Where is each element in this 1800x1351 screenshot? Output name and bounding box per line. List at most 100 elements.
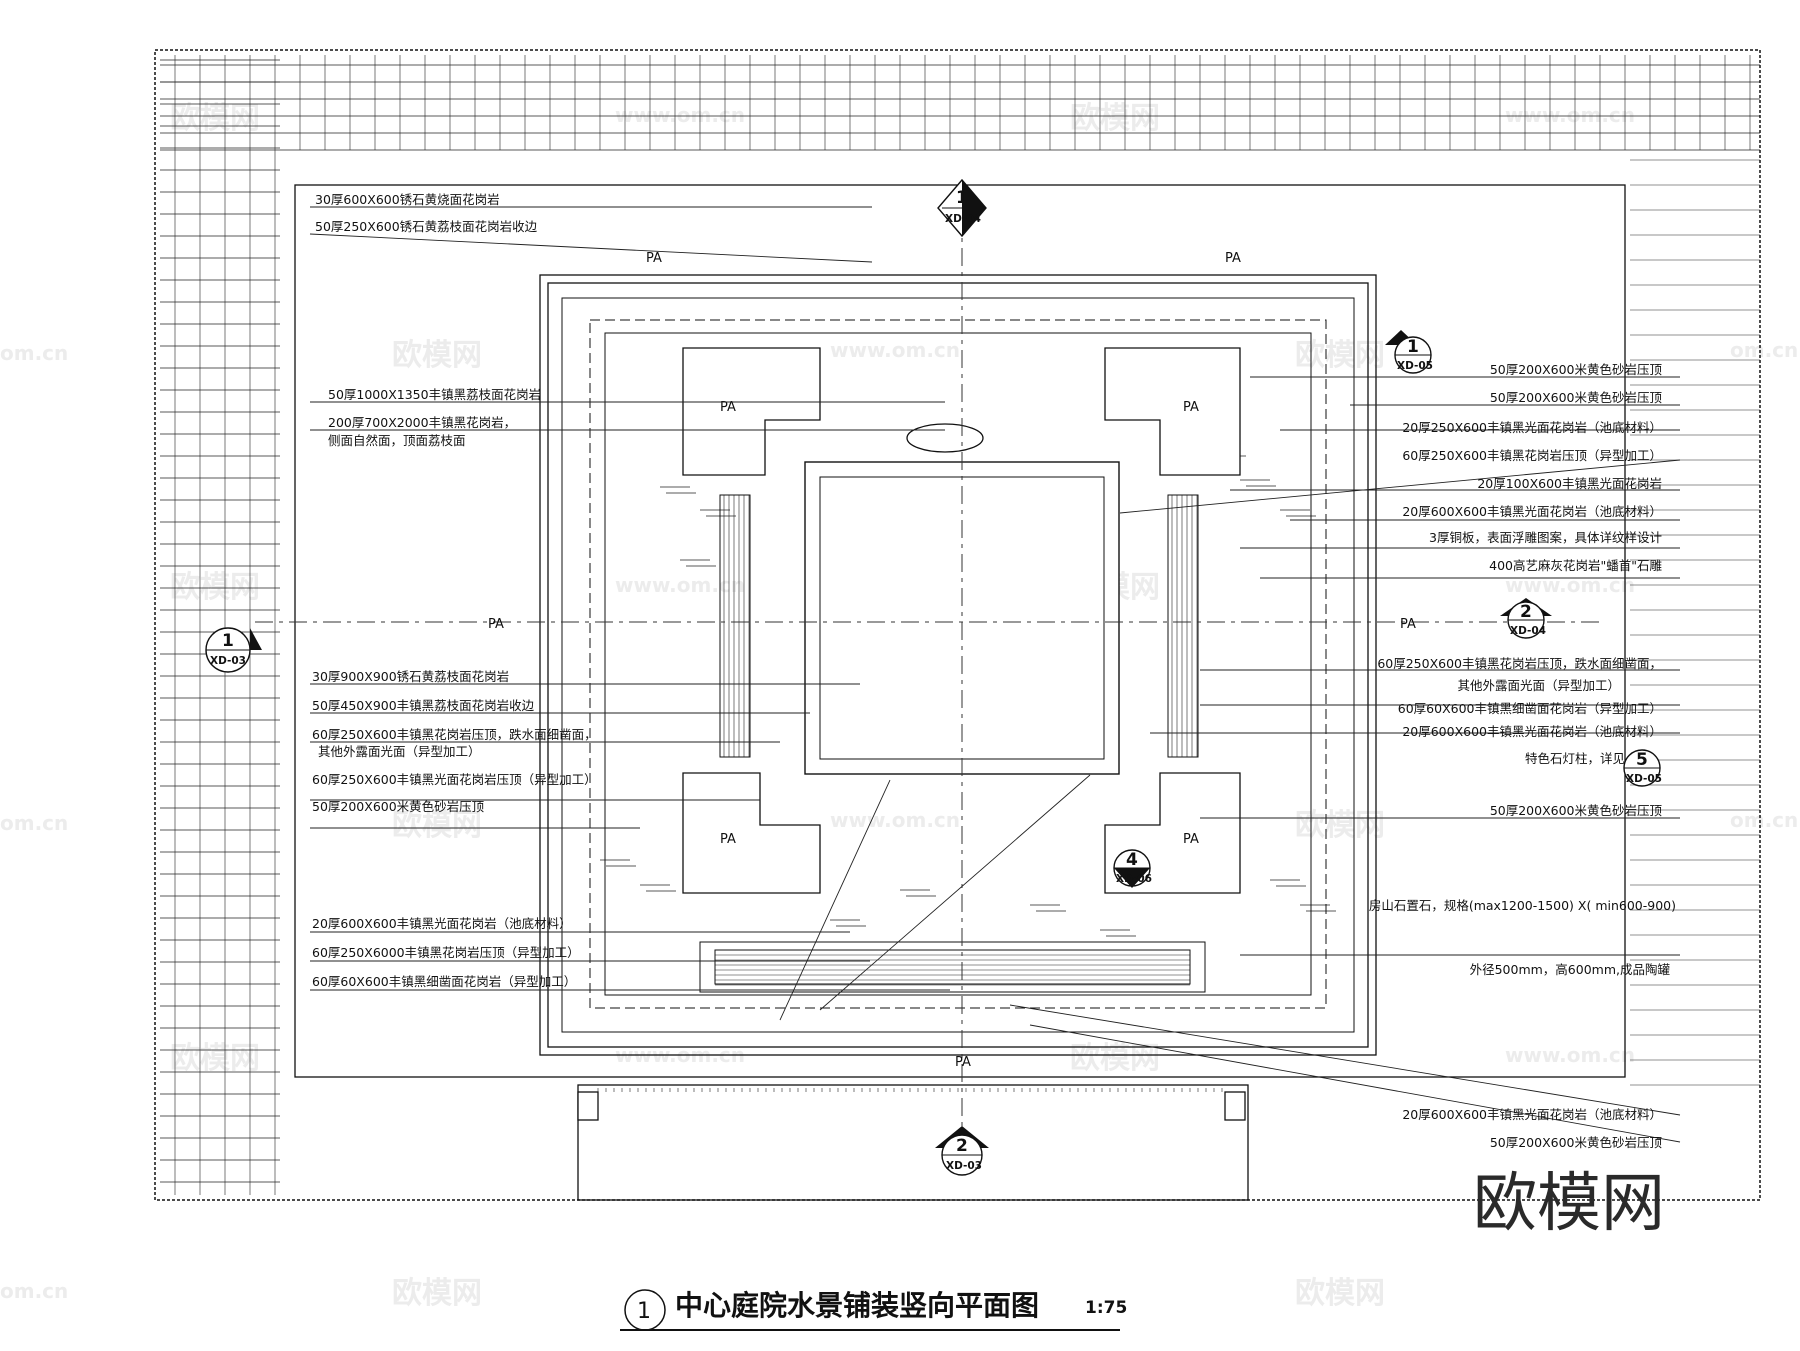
watermark: 欧模网 xyxy=(170,101,260,136)
section-marker: 1 XD-05 xyxy=(1385,330,1433,374)
marker-ref: XD-06 xyxy=(1116,873,1152,885)
zone-label: PA xyxy=(720,400,736,415)
note: 400高艺麻灰花岗岩"蟠首"石雕 xyxy=(1489,558,1662,573)
note: 60厚60X600丰镇黑细凿面花岗岩（异型加工） xyxy=(1398,701,1662,716)
note: 特色石灯柱，详见 xyxy=(1525,751,1625,766)
watermark-url: www.om.cn xyxy=(1505,103,1635,127)
bottom-steps-inner xyxy=(714,949,1191,985)
note: 侧面自然面，顶面荔枝面 xyxy=(328,433,466,448)
section-marker: 1 XD-03 xyxy=(205,627,262,673)
watermark: 欧模网 xyxy=(392,808,482,843)
marker-ref: XD-04 xyxy=(1510,625,1546,637)
leader xyxy=(1119,459,1681,514)
pool-dashed-line xyxy=(589,319,1327,1009)
column xyxy=(1224,1091,1246,1121)
leader xyxy=(1029,1024,1681,1143)
note: 20厚250X600丰镇黑光面花岗岩（池底材料） xyxy=(1402,420,1662,435)
section-marker: 2 XD-03 xyxy=(935,1126,989,1176)
watermark-url: www.om.cn xyxy=(1505,1043,1635,1067)
leader xyxy=(1009,1004,1681,1116)
marker-number: 2 xyxy=(1520,602,1532,622)
marker-ref: XD-05 xyxy=(1626,773,1662,785)
water-feature-structure xyxy=(154,49,1761,1201)
note: 60厚60X600丰镇黑细凿面花岗岩（异型加工） xyxy=(312,974,576,989)
note: 50厚200X600米黄色砂岩压顶 xyxy=(1490,362,1663,377)
zone-labels: PA PA PA PA PA PA PA PA PA xyxy=(488,251,1416,1070)
rock-feature xyxy=(906,423,984,453)
watermark-url: om.cn xyxy=(1730,808,1798,832)
section-marker: 1 XD-04 xyxy=(937,178,987,238)
note: 外径500mm，高600mm,成品陶罐 xyxy=(1470,962,1671,977)
watermark: 欧模网 xyxy=(392,1276,482,1311)
note: 50厚250X600锈石黄荔枝面花岗岩收边 xyxy=(315,219,538,234)
watermark-url: www.om.cn xyxy=(830,338,960,362)
title-number: 1 xyxy=(637,1299,651,1324)
right-channel xyxy=(1167,494,1199,758)
left-channel xyxy=(719,494,751,758)
watermark: 欧模网 xyxy=(1295,1276,1385,1311)
note: 50厚450X900丰镇黑荔枝面花岗岩收边 xyxy=(312,698,535,713)
note: 20厚600X600丰镇黑光面花岗岩（池底材料） xyxy=(1402,724,1662,739)
watermark: 欧模网 xyxy=(170,570,260,605)
note: 200厚700X2000丰镇黑花岗岩， xyxy=(328,415,516,430)
leader-lines xyxy=(309,206,1681,1143)
pool-inner-edge xyxy=(561,297,1355,1033)
pool-coping xyxy=(547,282,1369,1048)
watermark-url: om.cn xyxy=(0,811,68,835)
zone-label: PA xyxy=(646,251,662,266)
watermark-url: www.om.cn xyxy=(615,573,745,597)
note: 20厚600X600丰镇黑光面花岗岩（池底材料） xyxy=(1402,504,1662,519)
note: 60厚250X600丰镇黑花岗岩压顶（异型加工） xyxy=(1402,448,1662,463)
watermark-url: om.cn xyxy=(1730,338,1798,362)
watermark-url: om.cn xyxy=(0,341,68,365)
marker-ref: XD-03 xyxy=(210,655,246,667)
marker-ref: XD-05 xyxy=(1397,360,1433,372)
corner-block-bl xyxy=(682,772,821,894)
drawing-title: 中心庭院水景铺装竖向平面图 xyxy=(675,1289,1039,1322)
watermark: 欧模网 xyxy=(392,338,482,373)
note: 20厚600X600丰镇黑光面花岗岩（池底材料） xyxy=(1402,1107,1662,1122)
zone-label: PA xyxy=(955,1055,971,1070)
zone-label: PA xyxy=(1225,251,1241,266)
note: 60厚250X6000丰镇黑花岗岩压顶（异型加工） xyxy=(312,945,580,960)
watermark-url: om.cn xyxy=(0,1279,68,1303)
section-marker: 2 XD-04 xyxy=(1500,598,1552,639)
zone-label: PA xyxy=(1183,832,1199,847)
watermark-url: www.om.cn xyxy=(615,103,745,127)
zone-label: PA xyxy=(720,832,736,847)
note: 50厚200X600米黄色砂岩压顶 xyxy=(1490,390,1663,405)
brand-logo: 欧模网 xyxy=(1473,1167,1665,1241)
note: 60厚250X600丰镇黑光面花岗岩压顶（异型加工） xyxy=(312,772,597,787)
note: 50厚200X600米黄色砂岩压顶 xyxy=(312,799,485,814)
section-marker: 5 XD-05 xyxy=(1623,749,1662,787)
marker-ref: XD-03 xyxy=(946,1160,982,1172)
axes xyxy=(255,180,1600,1160)
zone-label: PA xyxy=(488,617,504,632)
watermark: 欧模网 xyxy=(1295,808,1385,843)
pool-basin xyxy=(604,332,1312,996)
watermark-url: www.om.cn xyxy=(1505,573,1635,597)
note: 30厚600X600锈石黄烧面花岗岩 xyxy=(315,192,500,207)
note: 20厚100X600丰镇黑光面花岗岩 xyxy=(1477,476,1662,491)
note: 50厚200X600米黄色砂岩压顶 xyxy=(1490,803,1663,818)
note: 3厚铜板，表面浮雕图案，具体详纹样设计 xyxy=(1429,530,1662,545)
leader xyxy=(309,233,873,263)
note: 其他外露面光面（异型加工） xyxy=(1457,678,1620,693)
marker-number: 1 xyxy=(1407,337,1419,357)
zone-label: PA xyxy=(1400,617,1416,632)
bottom-steps xyxy=(699,941,1206,993)
note: 50厚200X600米黄色砂岩压顶 xyxy=(1490,1135,1663,1150)
pool-outer-edge xyxy=(539,274,1377,1056)
note: 其他外露面光面（异型加工） xyxy=(318,744,481,759)
note: 60厚250X600丰镇黑花岗岩压顶，跌水面细凿面， xyxy=(1377,656,1662,671)
watermark-url: www.om.cn xyxy=(830,808,960,832)
section-marker: 4 XD-06 xyxy=(1113,849,1152,888)
notes-right: 50厚200X600米黄色砂岩压顶 50厚200X600米黄色砂岩压顶 20厚2… xyxy=(1369,362,1676,1150)
watermark: 欧模网 xyxy=(1295,338,1385,373)
drawing-title-block: 1 中心庭院水景铺装竖向平面图 1:75 xyxy=(620,1289,1127,1331)
drawing-scale: 1:75 xyxy=(1085,1298,1127,1318)
leader xyxy=(779,779,891,1021)
marker-ref: XD-04 xyxy=(945,213,981,225)
